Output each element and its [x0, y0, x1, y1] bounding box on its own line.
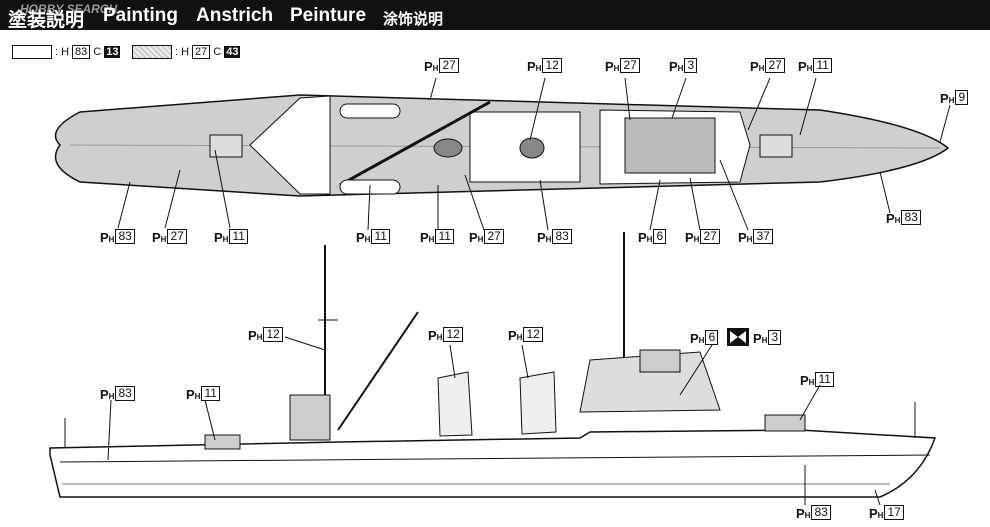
- watermark: HOBBY SEARCH: [20, 2, 118, 16]
- header-bar: HOBBY SEARCH 塗装説明 Painting Anstrich Pein…: [0, 0, 990, 31]
- legend-prefix: H: [181, 46, 190, 58]
- legend-item-hatched: :H 27 C 43: [132, 45, 241, 59]
- flag-icon: [727, 328, 749, 346]
- title-french: Peinture: [290, 5, 367, 26]
- title-german: Anstrich: [196, 5, 274, 26]
- legend-h-code: 83: [72, 45, 91, 59]
- legend-prefix: H: [61, 46, 70, 58]
- legend-item-white: :H 83 C 13: [12, 45, 121, 59]
- legend-h-code: 27: [192, 45, 211, 59]
- title-chinese: 涂饰说明: [383, 11, 444, 28]
- legend-c-code: 13: [104, 46, 121, 58]
- title-english: Painting: [103, 5, 178, 26]
- color-swatch: [12, 45, 52, 59]
- legend-c-prefix: C: [93, 46, 102, 58]
- title-japanese: 塗装説明: [8, 10, 85, 31]
- legend-c-code: 43: [224, 46, 241, 58]
- color-swatch: [132, 45, 172, 59]
- legend-c-prefix: C: [213, 46, 222, 58]
